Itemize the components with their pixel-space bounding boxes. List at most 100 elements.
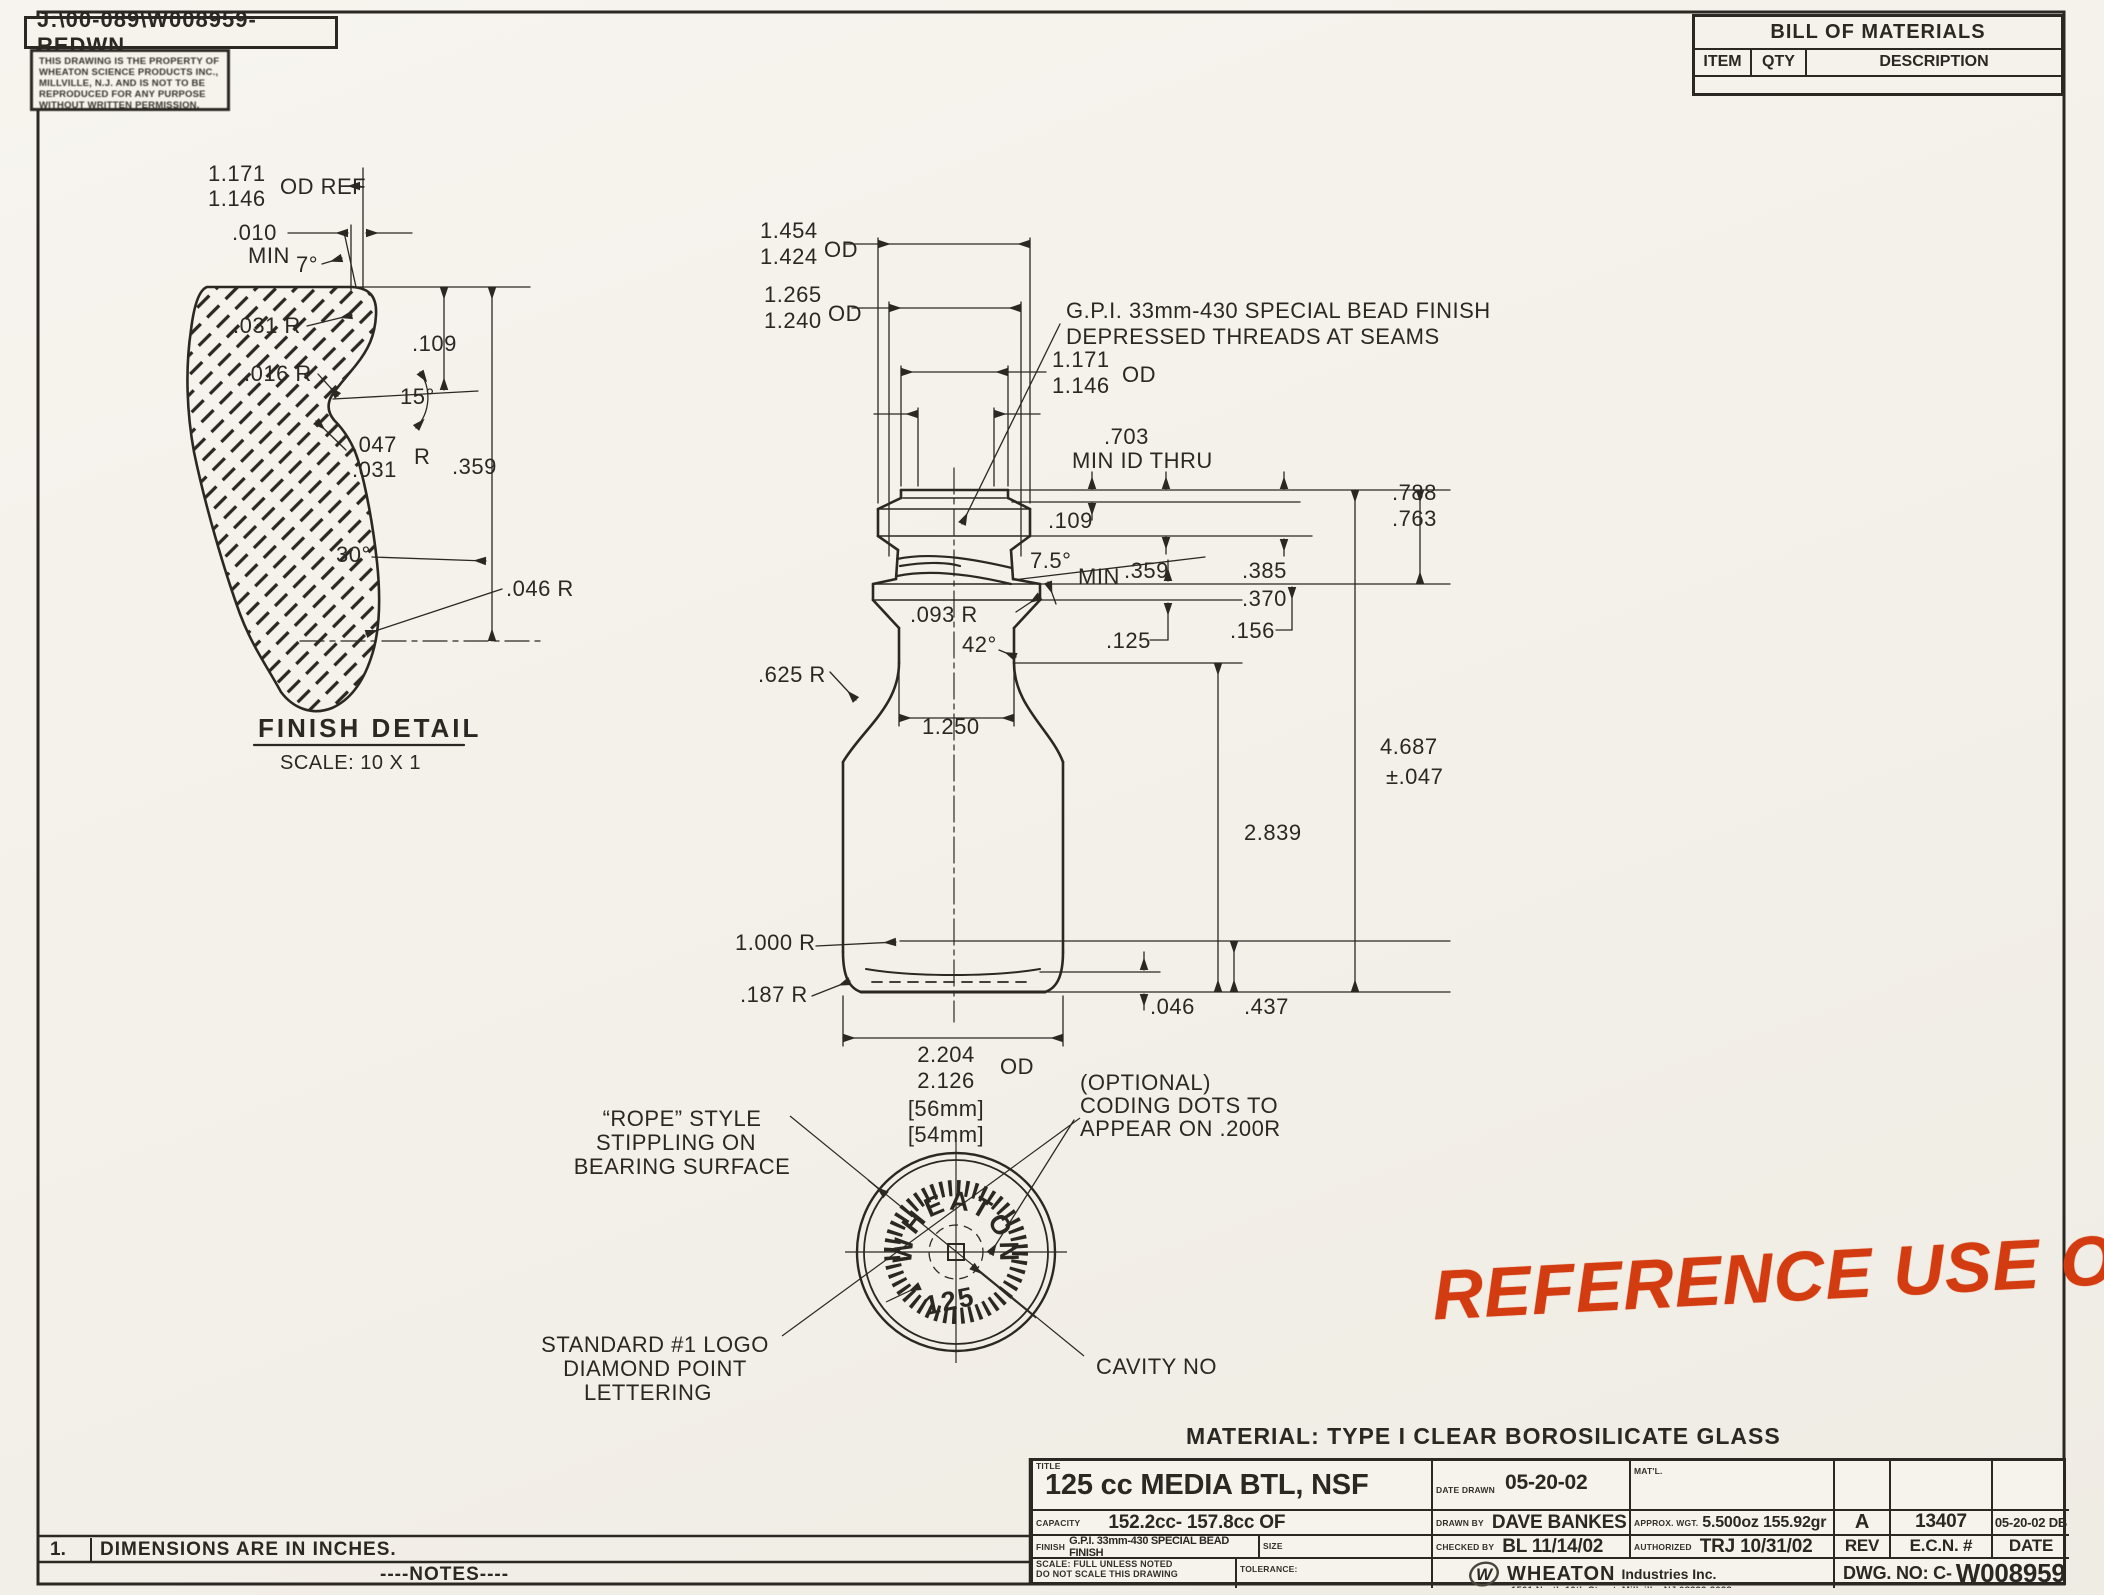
file-reference-box: J:\00-089\W008959-REDWN — [24, 7, 338, 58]
note-number: 1. — [38, 1538, 92, 1562]
approx-wgt-cell: APPROX. WGT. 5.500oz 155.92gr — [1629, 1509, 1833, 1534]
dim-r1000: 1.000 R — [735, 930, 816, 955]
approx-wgt-label: APPROX. WGT. — [1634, 1517, 1699, 1528]
bottle-inner-lines — [865, 497, 1041, 983]
matl-cell: MAT'L. — [1629, 1461, 1833, 1509]
finish-label: FINISH — [1036, 1541, 1066, 1552]
notes-label: ----NOTES---- — [380, 1564, 509, 1586]
property-notice-line: WITHOUT WRITTEN PERMISSION. — [39, 100, 200, 111]
title-cell: TITLE 125 cc MEDIA BTL, NSF — [1033, 1461, 1431, 1509]
dim-359: .359 — [1124, 558, 1169, 583]
dwg-no-value: W008959 — [1955, 1558, 2066, 1588]
capacity-cell: CAPACITY 152.2cc- 157.8cc OF — [1033, 1509, 1431, 1534]
ecn-empty-cell — [1889, 1461, 1991, 1509]
capacity-value: 152.2cc- 157.8cc OF — [1108, 1511, 1286, 1533]
matl-label: MAT'L. — [1634, 1466, 1663, 1476]
dim-od4-suffix: OD — [1000, 1054, 1034, 1079]
dim-2839: 2.839 — [1244, 820, 1302, 845]
title-label: TITLE — [1036, 1461, 1061, 1471]
dim-4687-tol: ±.047 — [1386, 764, 1443, 789]
fd-dim-359: .359 — [452, 454, 497, 479]
finish-value: G.P.I. 33mm-430 SPECIAL BEAD FINISH — [1069, 1534, 1229, 1557]
date-header-cell: DATE — [1991, 1534, 2069, 1557]
thread-lines — [895, 554, 1014, 586]
dim-od3-lo: 1.146 — [1052, 373, 1110, 398]
scale-note-line2: DO NOT SCALE THIS DRAWING — [1036, 1569, 1178, 1579]
fd-r016: .016 R — [244, 361, 312, 386]
dim-109: .109 — [1048, 508, 1093, 533]
rev-label: REV — [1844, 1536, 1880, 1555]
fd-angle-30: 30° — [336, 542, 371, 567]
optional-line1: (OPTIONAL) — [1080, 1070, 1211, 1095]
company-name: WHEATON — [1507, 1562, 1616, 1585]
drawn-by-label: DRAWN BY — [1436, 1517, 1484, 1528]
finish-detail-title: FINISH DETAIL — [258, 713, 481, 743]
company-address: 1501 North 10th Street, Millville, NJ 08… — [1433, 1585, 1833, 1588]
ecn-value: 13407 — [1915, 1511, 1967, 1532]
logo-label-line2: DIAMOND POINT — [563, 1356, 747, 1381]
property-notice-line: WHEATON SCIENCE PRODUCTS INC., — [39, 67, 219, 78]
finish-detail-scale: SCALE: 10 X 1 — [280, 752, 421, 774]
bottle-bottom-view: WHEATON 125 “ROPE” STYLE STIPPLING ON BE… — [541, 1106, 1216, 1405]
wheaton-logo-icon: W — [1469, 1561, 1499, 1587]
fd-angle-15: 15° — [400, 384, 435, 409]
dim-mm-hi: [56mm] — [908, 1096, 984, 1121]
fd-od-ref-lo: 1.146 — [208, 186, 266, 211]
finish-detail-view: 1.171 1.146 OD REF .010 MIN 7° .031 R .0… — [186, 161, 573, 774]
dim-id-thru-label: MIN ID THRU — [1072, 448, 1213, 473]
finish-cell: FINISH G.P.I. 33mm-430 SPECIAL BEAD FINI… — [1033, 1534, 1258, 1557]
optional-line2: CODING DOTS TO — [1080, 1093, 1278, 1118]
dim-id-thru: .703 — [1104, 424, 1149, 449]
bom-col-item: ITEM — [1695, 48, 1752, 75]
material-note: MATERIAL: TYPE I CLEAR BOROSILICATE GLAS… — [1186, 1423, 1781, 1449]
capacity-label: CAPACITY — [1036, 1517, 1081, 1528]
fd-angle-7: 7° — [296, 252, 318, 277]
fd-r031: .031 R — [233, 313, 301, 338]
fd-od-ref-suffix: OD REF — [280, 174, 366, 199]
optional-line3: APPEAR ON .200R — [1080, 1116, 1281, 1141]
fd-r047-lo: .031 — [352, 457, 397, 482]
rev-header-cell: REV — [1833, 1534, 1889, 1557]
coding-dot-radius-circle — [928, 1224, 984, 1280]
note-text-content: DIMENSIONS ARE IN INCHES. — [100, 1539, 397, 1560]
angle-75: 7.5° — [1030, 548, 1071, 573]
dim-788-hi: .788 — [1392, 480, 1437, 505]
gpi-callout-line1: G.P.I. 33mm-430 SPECIAL BEAD FINISH — [1066, 298, 1491, 323]
company-suffix: Industries Inc. — [1621, 1566, 1717, 1582]
note-number-text: 1. — [50, 1539, 66, 1560]
size-label: SIZE — [1263, 1541, 1283, 1551]
extension-lines — [842, 237, 1451, 1047]
dim-od1-hi: 1.454 — [760, 218, 818, 243]
dim-r187: .187 R — [740, 982, 808, 1007]
authorized-value: TRJ 10/31/02 — [1699, 1535, 1813, 1557]
dwg-no-label: DWG. NO: C- — [1843, 1563, 1952, 1583]
bom-title: BILL OF MATERIALS — [1695, 17, 2061, 50]
property-notice-box: THIS DRAWING IS THE PROPERTY OF WHEATON … — [30, 49, 230, 111]
drawing-title: 125 cc MEDIA BTL, NSF — [1045, 1469, 1369, 1501]
bottom-view-labels: “ROPE” STYLE STIPPLING ON BEARING SURFAC… — [541, 1106, 1216, 1405]
dim-mm-lo: [54mm] — [908, 1122, 984, 1147]
dim-046: .046 — [1150, 994, 1195, 1019]
fd-r047-hi: .047 — [352, 432, 397, 457]
property-notice-line: REPRODUCED FOR ANY PURPOSE — [39, 89, 206, 100]
date-empty-cell — [1991, 1461, 2069, 1509]
dimension-lines — [811, 239, 1425, 1257]
dim-od2-suffix: OD — [828, 301, 862, 326]
checked-by-cell: CHECKED BY BL 11/14/02 — [1431, 1534, 1629, 1557]
rev-value-cell: A — [1833, 1509, 1889, 1534]
rev-date-cell: 05-20-02 DB — [1991, 1509, 2069, 1534]
rev-value: A — [1854, 1511, 1870, 1533]
fd-od-ref-hi: 1.171 — [208, 161, 266, 186]
gpi-callout-line2: DEPRESSED THREADS AT SEAMS — [1066, 324, 1440, 349]
ecn-label: E.C.N. # — [1909, 1536, 1973, 1555]
dim-r093: .093 R — [910, 602, 978, 627]
size-cell: SIZE — [1258, 1534, 1431, 1557]
rope-label-line3: BEARING SURFACE — [574, 1154, 791, 1179]
fd-dim-109: .109 — [412, 331, 457, 356]
dim-1250: 1.250 — [922, 714, 980, 739]
authorized-label: AUTHORIZED — [1634, 1541, 1692, 1552]
dim-od4-lo: 2.126 — [917, 1068, 975, 1093]
ecn-value-cell: 13407 — [1889, 1509, 1991, 1534]
rev-date-value: 05-20-02 DB — [1994, 1515, 2068, 1530]
